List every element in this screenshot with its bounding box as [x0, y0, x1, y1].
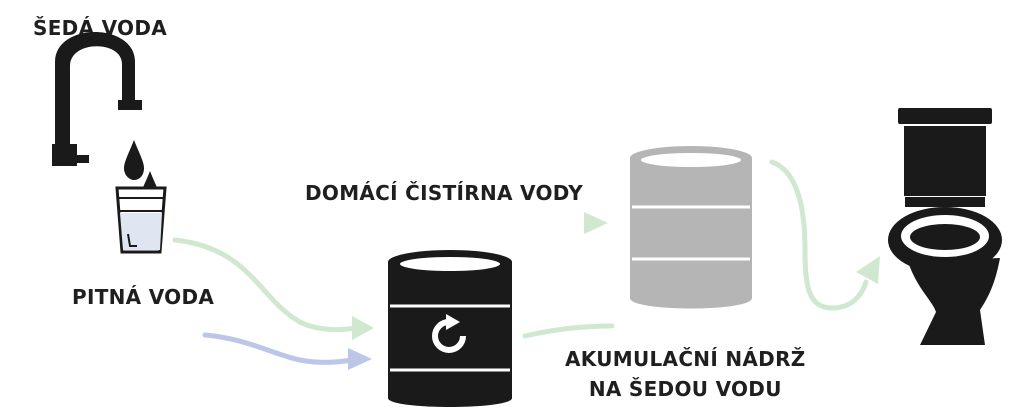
- recycle-icon: [432, 314, 466, 353]
- treatment-plant-label: DOMÁCÍ ČISTÍRNA VODY: [305, 181, 584, 205]
- barrel-icon: [388, 250, 512, 407]
- green-flow-tank-to-plant: [522, 323, 615, 339]
- green-arrowhead-tank: [352, 316, 374, 340]
- drinking-water-label: PITNÁ VODA: [72, 285, 215, 309]
- tank-label-line1: AKUMULAČNÍ NÁDRŽ: [565, 347, 806, 371]
- blue-arrowhead-tank: [348, 348, 372, 370]
- treatment-plant-barrel: [630, 146, 752, 309]
- green-arrowhead-plant: [584, 212, 608, 234]
- faucet-icon: [52, 32, 142, 166]
- glass-icon: [115, 186, 167, 254]
- green-arrowhead-toilet: [856, 256, 880, 284]
- blue-flow-to-tank: [202, 332, 355, 365]
- green-flow-glass-to-tank: [172, 237, 358, 333]
- toilet-icon: [888, 108, 1002, 345]
- tank-label: AKUMULAČNÍ NÁDRŽ NA ŠEDOU VODU: [565, 344, 806, 404]
- green-flow-plant-to-toilet: [769, 159, 869, 311]
- tank-label-line2: NA ŠEDOU VODU: [588, 377, 782, 401]
- flow-arrows: [172, 159, 880, 370]
